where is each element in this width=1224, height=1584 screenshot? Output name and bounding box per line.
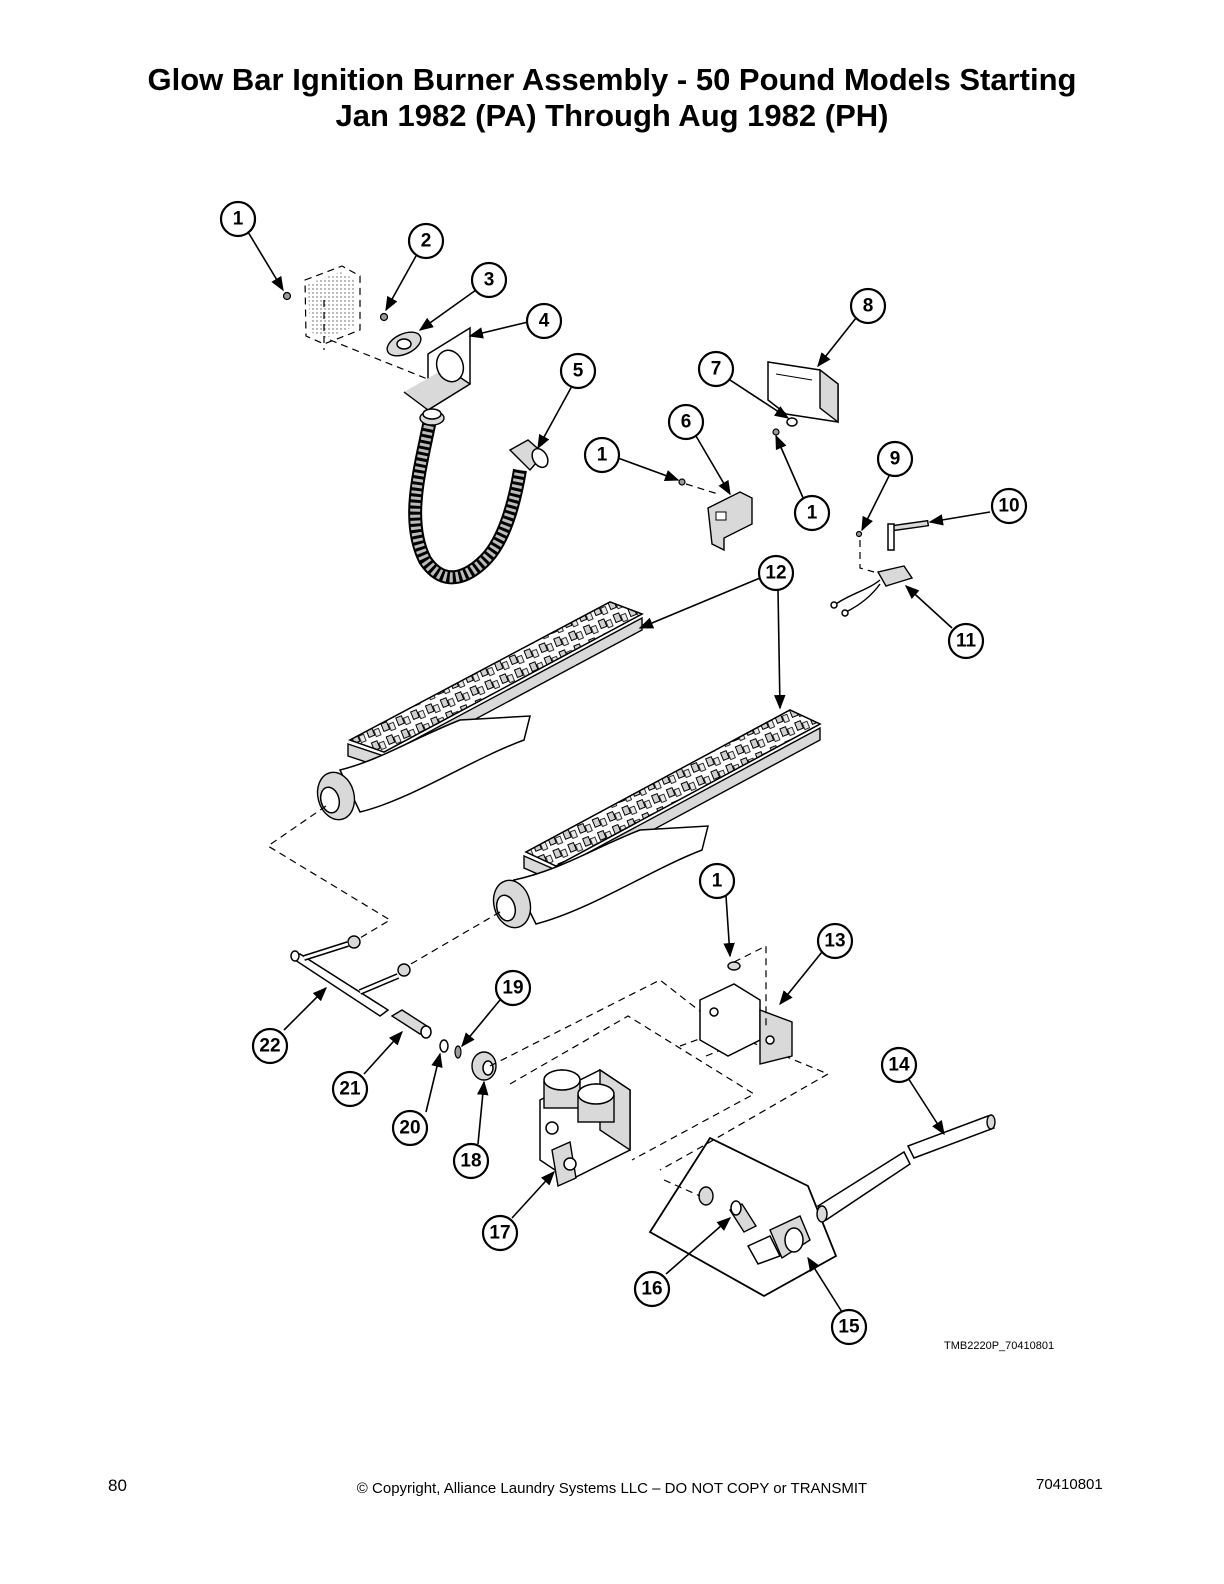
screw-part (282, 291, 292, 301)
callout-20: 20 (391, 1109, 429, 1147)
callout-label: 21 (339, 1079, 361, 1100)
cover-part (767, 361, 839, 424)
callout-10: 10 (990, 487, 1028, 525)
page-title: Glow Bar Ignition Burner Assembly - 50 P… (0, 62, 1224, 134)
washer-part (786, 417, 798, 427)
callout-1: 1 (793, 494, 831, 532)
pipe-nipple-part (728, 1200, 758, 1233)
elbow-fitting-part (746, 1215, 811, 1265)
screw-part (855, 530, 863, 538)
igniter-part (386, 331, 422, 357)
figure-code: TMB2220P_70410801 (944, 1340, 1055, 1352)
gasket-part (439, 1039, 449, 1053)
callout-3: 3 (470, 261, 508, 299)
bracket-part (707, 491, 753, 552)
callout-label: 22 (259, 1036, 280, 1057)
callout-label: 17 (489, 1223, 510, 1244)
manifold-part (290, 941, 400, 1017)
callout-14: 14 (880, 1046, 918, 1084)
callout-1: 1 (698, 862, 736, 900)
callout-label: 1 (712, 871, 723, 892)
screw-part (772, 428, 780, 436)
orifice-part (347, 935, 361, 949)
callout-label: 1 (233, 209, 244, 230)
page-number: 80 (108, 1476, 127, 1495)
callout-1: 1 (219, 200, 257, 238)
title-line-2: Jan 1982 (PA) Through Aug 1982 (PH) (335, 98, 889, 133)
callout-label: 13 (824, 931, 845, 952)
shield-bracket-outline (304, 265, 361, 350)
callout-8: 8 (849, 287, 887, 325)
callout-6: 6 (667, 403, 705, 441)
orifice-part (397, 963, 411, 977)
callout-12: 12 (757, 554, 795, 592)
callout-2: 2 (407, 222, 445, 260)
burner-part (492, 709, 822, 929)
wire-harness-part (830, 565, 914, 617)
copyright-notice: © Copyright, Alliance Laundry Systems LL… (356, 1480, 868, 1497)
callout-label: 16 (641, 1279, 662, 1300)
callout-16: 16 (633, 1270, 671, 1308)
callout-label: 11 (956, 631, 977, 652)
flexible-conduit-part (408, 408, 549, 585)
callout-label: 5 (573, 361, 584, 382)
callout-label: 8 (863, 296, 874, 317)
callout-label: 15 (838, 1317, 860, 1338)
screw-part (727, 961, 741, 971)
callout-15: 15 (830, 1308, 868, 1346)
clip-part (454, 1045, 462, 1059)
callout-1: 1 (583, 436, 621, 474)
callout-label: 14 (888, 1055, 910, 1076)
callout-label: 1 (597, 445, 608, 466)
callout-18: 18 (452, 1142, 490, 1180)
screw-part (379, 312, 389, 322)
callout-label: 20 (399, 1118, 420, 1139)
adapter-part (471, 1051, 497, 1081)
gas-valve-part (539, 1068, 631, 1188)
valve-bracket-part (699, 983, 793, 1065)
callout-5: 5 (559, 352, 597, 390)
callout-17: 17 (481, 1214, 519, 1252)
screw-part (678, 478, 686, 486)
callout-label: 19 (502, 978, 523, 999)
callout-13: 13 (816, 922, 854, 960)
callout-label: 7 (711, 359, 722, 380)
callout-label: 18 (460, 1151, 481, 1172)
bushing-part (698, 1186, 714, 1206)
mounting-plate-part (403, 326, 472, 412)
callout-21: 21 (331, 1070, 369, 1108)
callout-label: 1 (807, 503, 818, 524)
pipe-nipple-part (390, 1009, 432, 1039)
callout-label: 10 (998, 496, 1019, 517)
document-number: 70410801 (1036, 1476, 1103, 1493)
callout-7: 7 (697, 350, 735, 388)
leader-lines (247, 231, 991, 1313)
callout-11: 11 (947, 622, 985, 660)
burner-part (316, 601, 644, 821)
callout-19: 19 (494, 969, 532, 1007)
callout-label: 12 (765, 563, 786, 584)
callout-label: 9 (890, 449, 901, 470)
title-line-1: Glow Bar Ignition Burner Assembly - 50 P… (147, 62, 1077, 97)
callout-label: 2 (421, 231, 432, 252)
callout-22: 22 (251, 1027, 289, 1065)
callout-label: 4 (539, 311, 550, 332)
callout-label: 6 (681, 412, 692, 433)
sensor-part (887, 519, 930, 551)
callout-label: 3 (484, 270, 495, 291)
callout-4: 4 (525, 302, 563, 340)
gas-pipe-part (816, 1114, 996, 1223)
callout-9: 9 (876, 440, 914, 478)
